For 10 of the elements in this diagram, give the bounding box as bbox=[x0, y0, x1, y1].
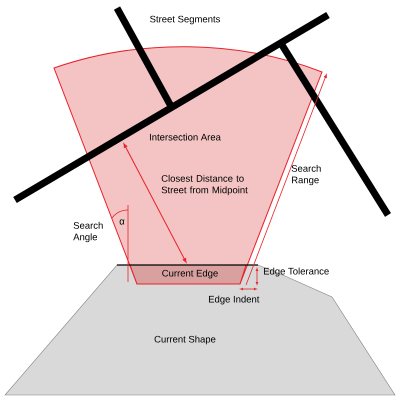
edge-label: Current Edge bbox=[162, 270, 218, 278]
angle-symbol: α bbox=[120, 219, 124, 225]
shape-label: Current Shape bbox=[154, 336, 216, 344]
dimension-label: Closest Distance to Street from Midpoint bbox=[162, 174, 248, 196]
dimension-label: Search Angle bbox=[73, 222, 103, 242]
dimension-label: Edge Indent bbox=[208, 296, 260, 304]
area-label: Intersection Area bbox=[150, 134, 221, 140]
title-label: Street Segments bbox=[150, 16, 220, 24]
dimension-label: Search Range bbox=[292, 164, 321, 186]
dimension-label: Edge Tolerance bbox=[264, 268, 329, 276]
